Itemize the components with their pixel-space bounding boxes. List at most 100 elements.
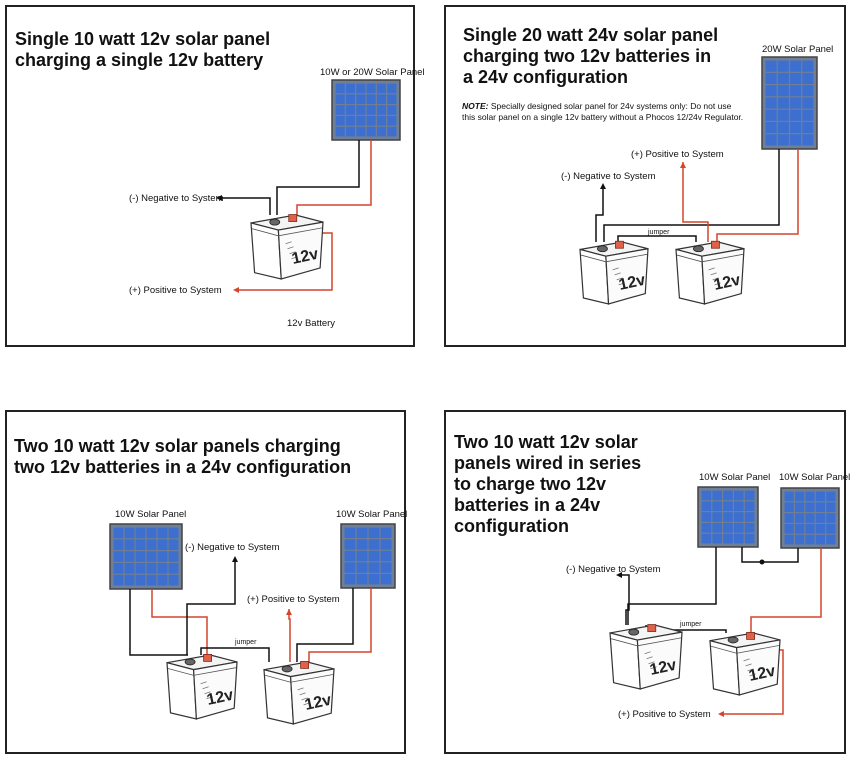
positive-terminal: [288, 214, 298, 222]
solar-cell: [344, 562, 356, 573]
solar-cell: [380, 527, 392, 538]
battery-marking: [287, 246, 294, 250]
battery-lid-line: [676, 253, 744, 263]
solar-cell: [802, 72, 814, 84]
panel-right-label: 10W Solar Panel: [779, 472, 850, 483]
solar-cell: [356, 574, 368, 585]
battery-marking: [202, 686, 209, 690]
positive-label: (+) Positive to System: [129, 285, 222, 296]
solar-cell: [157, 551, 168, 562]
solar-cell: [146, 539, 157, 550]
solar-cell: [802, 85, 814, 97]
panel-right-label: 10W Solar Panel: [336, 509, 407, 520]
solar-cell: [784, 502, 794, 512]
diagram-single-20w-panel: Single 20 watt 24v solar panel charging …: [444, 5, 846, 347]
solar-cell: [765, 60, 777, 72]
battery-marking: [644, 651, 651, 655]
panel-label: 20W Solar Panel: [762, 44, 833, 55]
battery-left: [609, 624, 683, 690]
negative-terminal: [597, 245, 608, 253]
negative-terminal: [727, 636, 739, 644]
solar-cell: [113, 527, 124, 539]
solar-cell: [168, 551, 179, 562]
positive-wire: [296, 140, 372, 217]
solar-cell: [335, 94, 345, 104]
battery-right: [709, 631, 781, 696]
battery-marking: [646, 656, 653, 660]
solar-cell: [168, 563, 179, 574]
solar-panel: [331, 79, 401, 141]
solar-cell: [712, 490, 722, 501]
solar-cell: [368, 539, 380, 550]
battery-marking: [650, 666, 657, 670]
solar-cell: [157, 574, 168, 586]
battery-right: [263, 660, 335, 725]
battery-marking: [712, 277, 719, 281]
solar-cell: [701, 490, 712, 501]
solar-cell: [701, 501, 712, 511]
solar-cell: [744, 490, 755, 501]
solar-cell: [765, 122, 777, 134]
solar-cell: [124, 539, 135, 550]
jumper-label: jumper: [679, 621, 702, 628]
solar-cell: [734, 533, 744, 544]
solar-cell: [124, 574, 135, 586]
solar-cell: [146, 527, 157, 539]
negative-wire: [627, 547, 717, 625]
solar-cell: [356, 126, 366, 137]
solar-cell: [701, 523, 712, 533]
arrow-head: [680, 162, 686, 168]
battery-marking: [714, 282, 721, 286]
solar-cell: [802, 122, 814, 134]
note-prefix: NOTE:: [462, 101, 489, 111]
positive-output-wire: [682, 162, 709, 242]
jumper-wire: [200, 647, 270, 662]
solar-cell: [777, 109, 789, 121]
positive-terminal: [203, 653, 213, 662]
solar-cell: [380, 562, 392, 573]
solar-cell: [734, 501, 744, 511]
solar-cell: [113, 563, 124, 574]
solar-cell: [376, 126, 387, 137]
solar-cell: [366, 105, 376, 115]
battery-side: [605, 248, 649, 305]
solar-cell: [744, 512, 755, 522]
battery-left: [579, 240, 649, 305]
jumper-wire: [617, 235, 697, 242]
positive-label: (+) Positive to System: [247, 594, 340, 605]
panel-left-label: 10W Solar Panel: [115, 509, 186, 520]
battery-side: [289, 668, 335, 725]
solar-cell: [777, 85, 789, 97]
solar-panel-left: [697, 486, 759, 548]
battery-marking: [710, 272, 717, 276]
negative-wire: [603, 149, 780, 242]
solar-cell: [124, 527, 135, 539]
solar-cell: [795, 534, 805, 545]
solar-cell: [356, 83, 366, 94]
solar-cell: [380, 539, 392, 550]
solar-cell: [124, 563, 135, 574]
solar-cell: [335, 116, 345, 126]
solar-cell: [157, 539, 168, 550]
solar-cell: [790, 97, 802, 109]
solar-cell: [784, 524, 794, 534]
solar-cell: [335, 83, 345, 94]
battery-side: [735, 639, 781, 696]
battery-marking: [618, 282, 625, 286]
solar-cell: [790, 109, 802, 121]
solar-cell: [802, 109, 814, 121]
note-text: Specially designed solar panel for 24v s…: [462, 101, 744, 122]
solar-cell: [146, 574, 157, 586]
solar-cell: [826, 502, 836, 512]
battery-front: [250, 222, 282, 280]
solar-cell: [815, 534, 825, 545]
solar-panel-right: [340, 523, 396, 589]
battery-marking: [285, 241, 292, 245]
solar-cell: [157, 563, 168, 574]
solar-cell: [113, 574, 124, 586]
battery-marking: [648, 661, 655, 665]
battery-marking: [206, 696, 213, 700]
solar-cell: [826, 513, 836, 523]
solar-cell: [345, 94, 356, 104]
positive-label: (+) Positive to System: [618, 709, 711, 720]
